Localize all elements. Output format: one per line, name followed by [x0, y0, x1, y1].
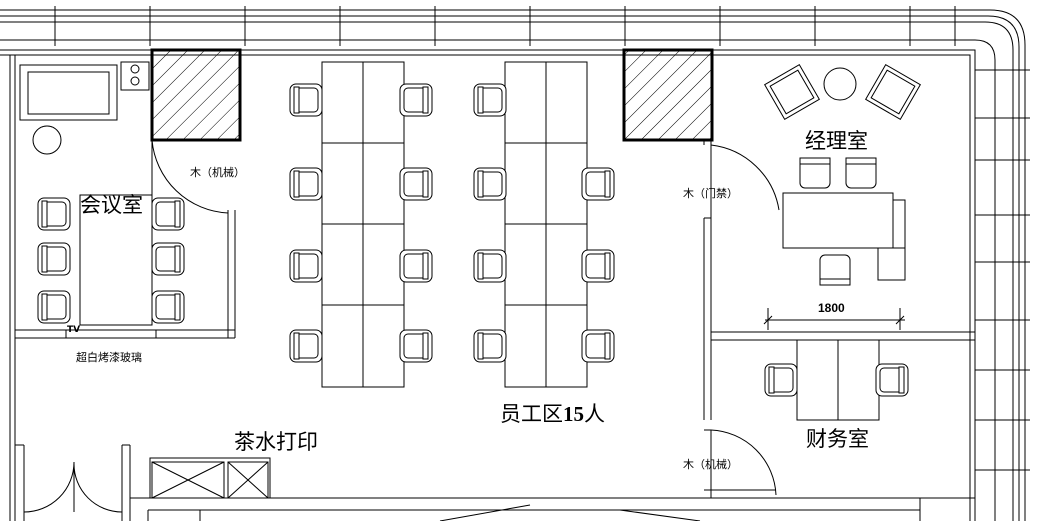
tea-print-counter	[14, 340, 975, 521]
meeting-room	[15, 61, 236, 339]
manager-room-label: 经理室	[805, 129, 868, 153]
staff-chairs	[289, 83, 615, 363]
finance-room-label: 财务室	[806, 427, 869, 451]
desk-cluster-2	[504, 61, 588, 388]
staff-area-suffix: 人	[584, 402, 605, 426]
staff-area-prefix: 员工区	[500, 402, 563, 426]
column-right	[622, 48, 714, 142]
desk-cluster-1	[321, 61, 405, 388]
meeting-room-label: 会议室	[80, 193, 143, 217]
desk-dimension-label: 1800	[818, 301, 845, 315]
finance-door-note: 木（机械）	[683, 458, 738, 471]
finance-furniture	[764, 339, 909, 421]
staff-area-label: 员工区15人	[500, 404, 605, 425]
glass-wall-note: 超白烤漆玻璃	[76, 351, 142, 364]
manager-furniture	[763, 63, 922, 330]
outer-walls	[0, 9, 1026, 521]
staff-area-count: 15	[563, 402, 584, 426]
access-door-note: 木（门禁）	[683, 187, 738, 200]
tv-label: TV	[67, 325, 81, 335]
tea-print-label: 茶水打印	[234, 430, 318, 454]
column-left	[150, 48, 242, 142]
wall-ticks-top	[54, 6, 956, 46]
meeting-door-note: 木（机械）	[190, 166, 245, 179]
wall-ticks-right	[975, 69, 1030, 471]
